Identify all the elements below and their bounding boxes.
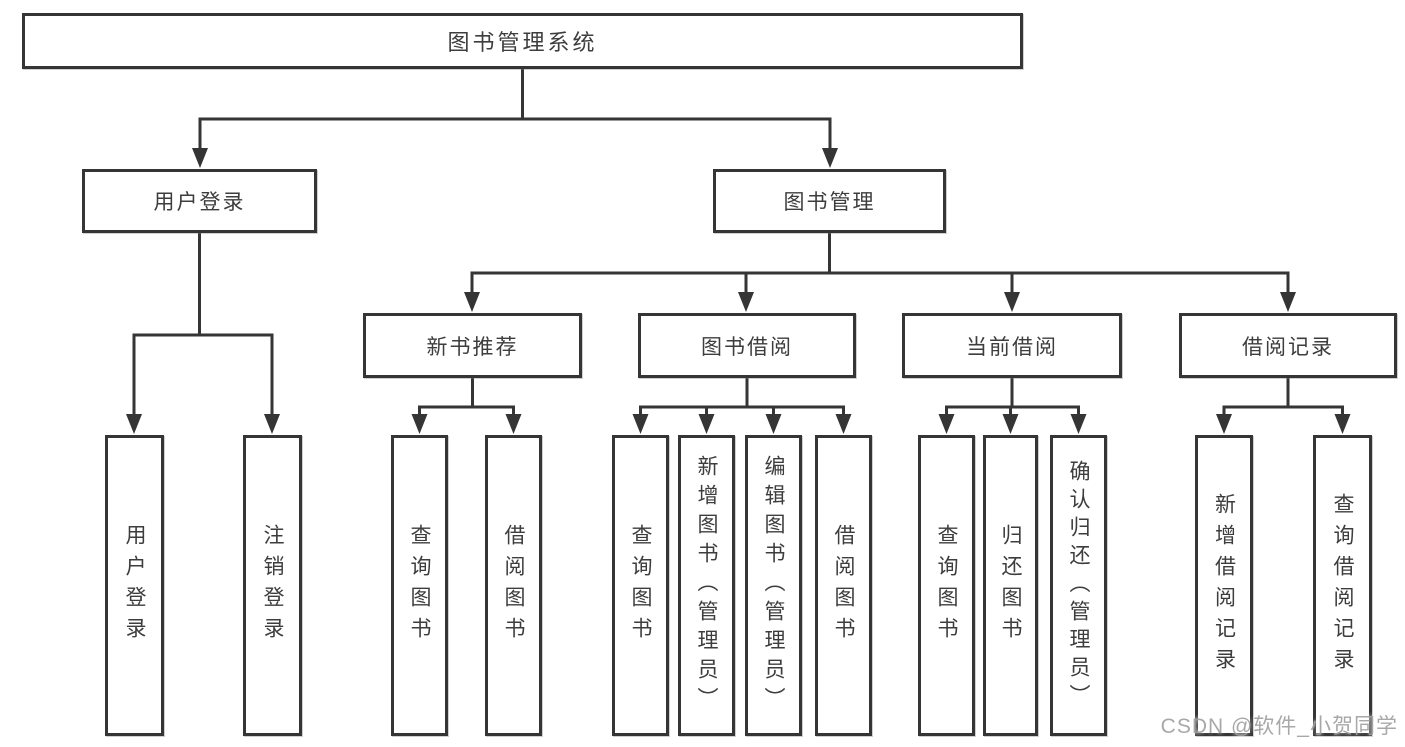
leaf-query-books-recommend-label: 查询图书 <box>408 523 431 648</box>
leaf-query-borrow-record: 查询借阅记录 <box>1313 435 1372 736</box>
arrowhead-icons <box>126 148 1351 434</box>
leaf-borrow-books-borrowing: 借阅图书 <box>815 435 872 736</box>
node-current-borrowing-label: 当前借阅 <box>966 335 1058 359</box>
node-library-system: 图书管理系统 <box>22 13 1023 69</box>
node-current-borrowing: 当前借阅 <box>902 313 1122 378</box>
node-new-book-recommend-label: 新书推荐 <box>426 335 519 359</box>
leaf-add-book-admin: 新增图书（管理员） <box>678 435 735 736</box>
leaf-return-book-label: 归还图书 <box>999 523 1022 648</box>
leaf-query-borrow-record-label: 查询借阅记录 <box>1331 492 1354 679</box>
leaf-add-borrow-record: 新增借阅记录 <box>1195 435 1253 736</box>
leaf-borrow-books-borrowing-label: 借阅图书 <box>832 523 855 648</box>
leaf-edit-book-admin: 编辑图书（管理员） <box>745 435 802 736</box>
node-book-management: 图书管理 <box>713 169 946 233</box>
leaf-confirm-return-admin-label: 确认归还（管理员） <box>1067 459 1090 712</box>
node-library-system-label: 图书管理系统 <box>447 30 598 55</box>
leaf-user-login-label: 用户登录 <box>123 523 146 648</box>
node-borrowing-records: 借阅记录 <box>1179 313 1397 378</box>
node-borrowing-records-label: 借阅记录 <box>1242 335 1334 359</box>
leaf-add-book-admin-label: 新增图书（管理员） <box>695 455 718 716</box>
leaf-query-books-borrowing-label: 查询图书 <box>629 523 652 648</box>
node-book-borrowing-label: 图书借阅 <box>701 335 793 359</box>
leaf-edit-book-admin-label: 编辑图书（管理员） <box>762 455 785 716</box>
watermark: CSDN @软件_小贺同学 <box>1160 715 1398 738</box>
node-book-management-label: 图书管理 <box>783 191 876 214</box>
connector-paths <box>132 67 1344 416</box>
leaf-query-books-recommend: 查询图书 <box>391 435 448 736</box>
leaf-return-book: 归还图书 <box>983 435 1038 736</box>
leaf-user-login: 用户登录 <box>105 435 164 736</box>
node-book-borrowing: 图书借阅 <box>638 313 856 378</box>
leaf-add-borrow-record-label: 新增借阅记录 <box>1212 492 1236 679</box>
leaf-logout: 注销登录 <box>243 435 302 736</box>
leaf-query-books-current: 查询图书 <box>918 435 975 736</box>
leaf-borrow-books-recommend-label: 借阅图书 <box>502 523 525 648</box>
leaf-logout-label: 注销登录 <box>261 523 284 648</box>
leaf-borrow-books-recommend: 借阅图书 <box>485 435 542 736</box>
node-user-login: 用户登录 <box>82 169 317 233</box>
leaf-query-books-borrowing: 查询图书 <box>612 435 669 736</box>
leaf-confirm-return-admin: 确认归还（管理员） <box>1050 435 1107 736</box>
node-user-login-label: 用户登录 <box>153 191 246 214</box>
leaf-query-books-current-label: 查询图书 <box>935 523 958 648</box>
node-new-book-recommend: 新书推荐 <box>363 313 582 378</box>
